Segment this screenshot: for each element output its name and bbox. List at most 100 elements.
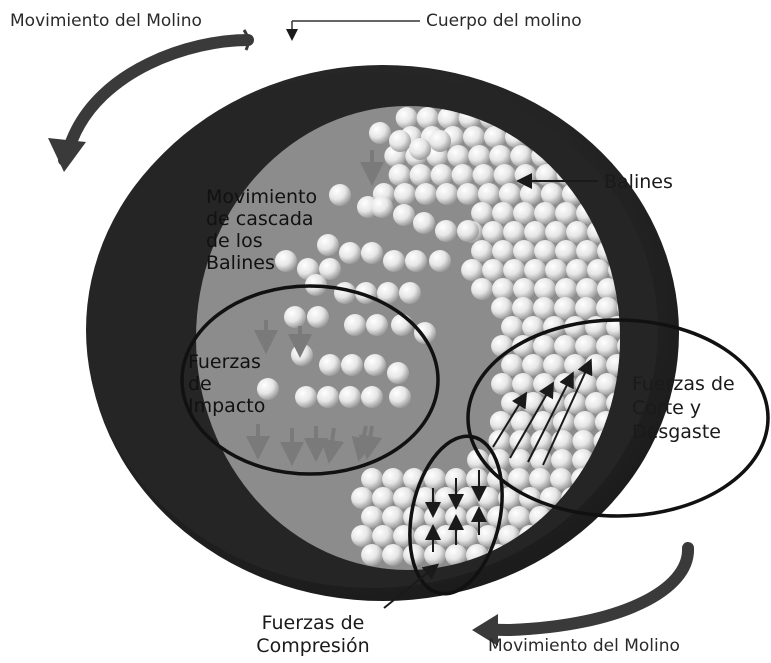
compression-line-2: Compresión (248, 635, 378, 658)
ball (372, 487, 394, 509)
ball (361, 506, 383, 528)
ball (492, 240, 514, 262)
ball (587, 259, 609, 281)
ball (417, 107, 439, 129)
impact-line-2: de (188, 373, 265, 395)
ball (492, 278, 514, 300)
cascade-label: Movimiento de cascada de los Balines (206, 186, 317, 274)
ball (471, 278, 493, 300)
ball (284, 306, 306, 328)
ball (317, 234, 339, 256)
ball (482, 221, 504, 243)
ball (551, 449, 573, 471)
ball (415, 183, 437, 205)
ball (389, 386, 411, 408)
movement-label-top: Movimiento del Molino (10, 11, 202, 32)
ball (555, 202, 577, 224)
ball (295, 386, 317, 408)
ball (473, 164, 495, 186)
ball (522, 354, 544, 376)
ball (399, 282, 421, 304)
shear-line-3: Desgaste (632, 420, 735, 444)
mill-body-pointer (292, 21, 420, 38)
ball (436, 183, 458, 205)
ball (613, 544, 635, 566)
ball (545, 259, 567, 281)
ball (351, 487, 373, 509)
cascade-line-1: Movimiento (206, 186, 317, 208)
ball (543, 354, 565, 376)
ball (435, 220, 457, 242)
ball (524, 221, 546, 243)
ball (554, 373, 576, 395)
ball (529, 468, 551, 490)
ball (466, 506, 488, 528)
ball (361, 544, 383, 566)
ball (447, 145, 469, 167)
ball (477, 487, 499, 509)
ball (457, 183, 479, 205)
impact-line-1: Fuerzas (188, 351, 265, 373)
ball (424, 506, 446, 528)
ball (610, 126, 632, 148)
ball (533, 335, 555, 357)
ball (615, 145, 637, 167)
impact-line-3: Impacto (188, 395, 265, 417)
ball (596, 335, 618, 357)
balls-label: Balines (604, 171, 673, 193)
ball (382, 506, 404, 528)
ball (566, 259, 588, 281)
ball (389, 130, 411, 152)
ball (564, 354, 586, 376)
impact-label: Fuerzas de Impacto (188, 351, 265, 417)
ball (534, 202, 556, 224)
ball (524, 259, 546, 281)
ball (503, 259, 525, 281)
ball (429, 250, 451, 272)
ball (461, 259, 483, 281)
ball (513, 202, 535, 224)
ball (361, 468, 383, 490)
ball (307, 306, 329, 328)
ball (501, 354, 523, 376)
ball (534, 278, 556, 300)
ball (533, 373, 555, 395)
ball (491, 297, 513, 319)
ball (435, 525, 457, 547)
ball (499, 183, 521, 205)
ball (478, 183, 500, 205)
shear-label: Fuerzas de Corte y Desgaste (632, 372, 735, 444)
ball (624, 487, 646, 509)
movement-label-bottom: Movimiento del Molino (488, 636, 680, 657)
ball (431, 164, 453, 186)
mill-body-label: Cuerpo del molino (426, 11, 582, 32)
ball (491, 373, 513, 395)
cascade-line-2: de cascada (206, 208, 317, 230)
ball (393, 204, 415, 226)
ball (513, 278, 535, 300)
ball (513, 240, 535, 262)
ball (555, 278, 577, 300)
ball (424, 468, 446, 490)
ball (371, 196, 393, 218)
ball (413, 212, 435, 234)
ball (603, 525, 625, 547)
ball (366, 314, 388, 336)
ball (319, 354, 341, 376)
ball (466, 468, 488, 490)
ball (394, 183, 416, 205)
ball (482, 259, 504, 281)
ball (424, 544, 446, 566)
ball (585, 107, 607, 129)
compression-line-1: Fuerzas de (248, 612, 378, 635)
ball (545, 221, 567, 243)
ball (575, 297, 597, 319)
ball (554, 297, 576, 319)
ball (471, 240, 493, 262)
ball (508, 506, 530, 528)
ball (364, 354, 386, 376)
cascade-line-4: Balines (206, 252, 317, 274)
ball (512, 373, 534, 395)
ball (550, 468, 572, 490)
ball (624, 525, 646, 547)
